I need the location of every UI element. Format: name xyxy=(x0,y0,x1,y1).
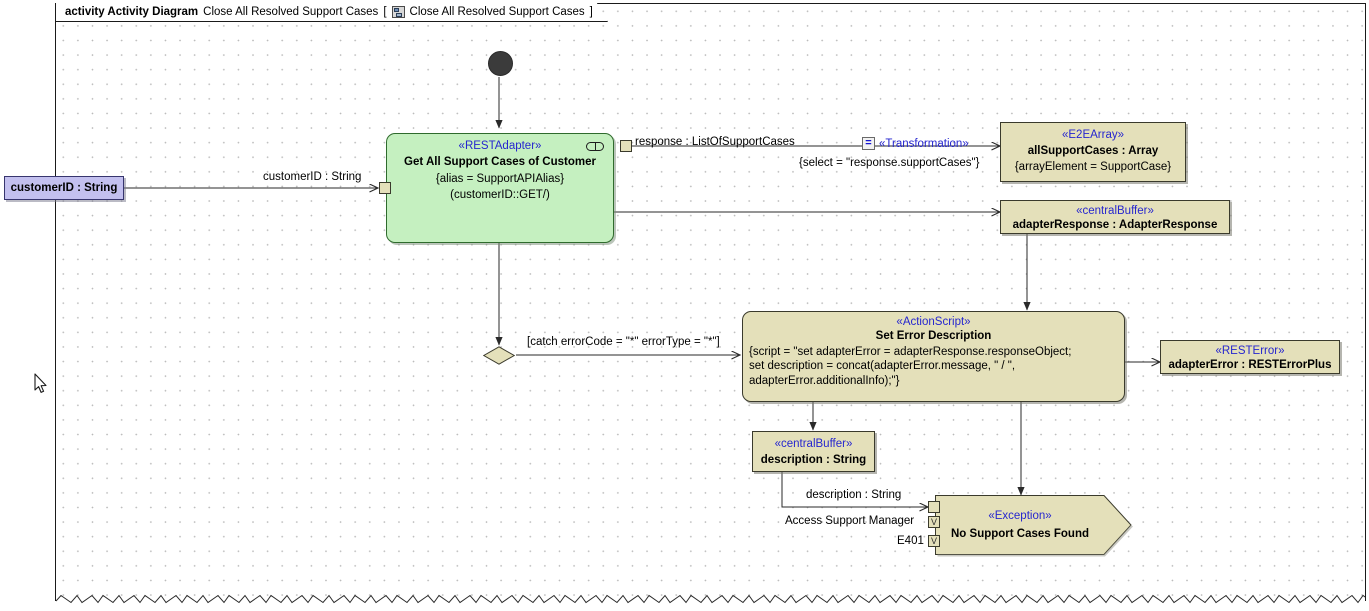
frame-name: Close All Resolved Support Cases xyxy=(203,6,379,18)
frame-diagram-name: Close All Resolved Support Cases xyxy=(409,6,585,18)
activity-parameter-label: customerID : String xyxy=(10,182,118,194)
output-pin-response[interactable] xyxy=(620,140,632,152)
centralbuffer-response-name: adapterResponse : AdapterResponse xyxy=(1012,219,1218,232)
e2earray-property: {arrayElement = SupportCase} xyxy=(1014,161,1172,174)
decision-node[interactable] xyxy=(482,346,516,365)
transformation-marker[interactable]: = «Transformation» xyxy=(862,137,969,150)
initial-node[interactable] xyxy=(488,51,513,76)
exception-node-no-support-cases-found[interactable]: «Exception» No Support Cases Found xyxy=(935,495,1133,557)
frame-torn-edge xyxy=(56,592,1365,606)
action-set-error-description[interactable]: «ActionScript» Set Error Description {sc… xyxy=(742,311,1125,402)
edge-label-response: response : ListOfSupportCases xyxy=(635,136,795,148)
action-name: Get All Support Cases of Customer xyxy=(404,156,596,169)
centralbuffer-description-stereotype: «centralBuffer» xyxy=(774,438,853,450)
object-node-adapterresponse[interactable]: «centralBuffer» adapterResponse : Adapte… xyxy=(1000,200,1230,234)
actionscript-body-line2: set description = concat(adapterError.me… xyxy=(749,360,1016,373)
rake-icon xyxy=(586,141,604,152)
edge-label-access-support-manager: Access Support Manager xyxy=(785,515,915,527)
e2earray-stereotype: «E2EArray» xyxy=(1061,129,1124,141)
frame-bracket-open: [ xyxy=(383,6,387,18)
edge-label-transformation-select: {select = "response.supportCases"} xyxy=(799,157,980,169)
actionscript-name: Set Error Description xyxy=(875,330,992,342)
transformation-stereotype: «Transformation» xyxy=(879,137,969,150)
exception-stereotype: «Exception» xyxy=(988,509,1052,522)
transformation-equals-icon: = xyxy=(862,137,875,150)
edge-label-description-pin: description : String xyxy=(806,489,902,501)
diagram-frame xyxy=(55,3,1366,601)
exception-name: No Support Cases Found xyxy=(951,527,1089,540)
value-pin-glyph: V xyxy=(930,517,937,527)
object-node-adaptererror[interactable]: «RESTError» adapterError : RESTErrorPlus xyxy=(1160,340,1340,374)
action-operation-property: (customerID::GET/) xyxy=(450,189,550,202)
frame-bracket-close: ] xyxy=(589,6,593,18)
value-pin-glyph: V xyxy=(930,536,937,546)
frame-title-tab: activity Activity Diagram Close All Reso… xyxy=(56,3,608,22)
edge-label-catch-guard: [catch errorCode = "*" errorType = "*"] xyxy=(527,336,720,348)
action-get-all-support-cases[interactable]: «RESTAdapter» Get All Support Cases of C… xyxy=(386,133,614,243)
resterror-name: adapterError : RESTErrorPlus xyxy=(1168,359,1332,372)
actionscript-stereotype: «ActionScript» xyxy=(896,316,971,328)
input-pin-description[interactable] xyxy=(928,501,940,513)
centralbuffer-description-name: description : String xyxy=(760,454,867,467)
value-pin-e401[interactable]: V xyxy=(928,535,940,547)
input-pin-customerid[interactable] xyxy=(379,182,391,194)
value-pin-access-support-manager[interactable]: V xyxy=(928,516,940,528)
mouse-cursor xyxy=(34,373,48,394)
object-node-allsupportcases[interactable]: «E2EArray» allSupportCases : Array {arra… xyxy=(1000,122,1186,182)
centralbuffer-response-stereotype: «centralBuffer» xyxy=(1076,205,1154,217)
actionscript-body-line3: adapterError.additionalInfo);"} xyxy=(749,374,900,387)
edge-label-e401: E401 xyxy=(897,535,924,547)
frame-keyword: activity Activity Diagram xyxy=(65,6,199,18)
activity-diagram-icon xyxy=(392,6,405,18)
actionscript-body-line1: {script = "set adapterError = adapterRes… xyxy=(749,346,1072,358)
activity-parameter-customerid[interactable]: customerID : String xyxy=(4,176,124,200)
edge-label-customerid: customerID : String xyxy=(263,171,362,183)
e2earray-name: allSupportCases : Array xyxy=(1027,145,1159,158)
action-stereotype: «RESTAdapter» xyxy=(458,140,542,152)
action-alias-property: {alias = SupportAPIAlias} xyxy=(435,173,565,186)
resterror-stereotype: «RESTError» xyxy=(1215,345,1285,357)
object-node-description[interactable]: «centralBuffer» description : String xyxy=(752,431,875,472)
